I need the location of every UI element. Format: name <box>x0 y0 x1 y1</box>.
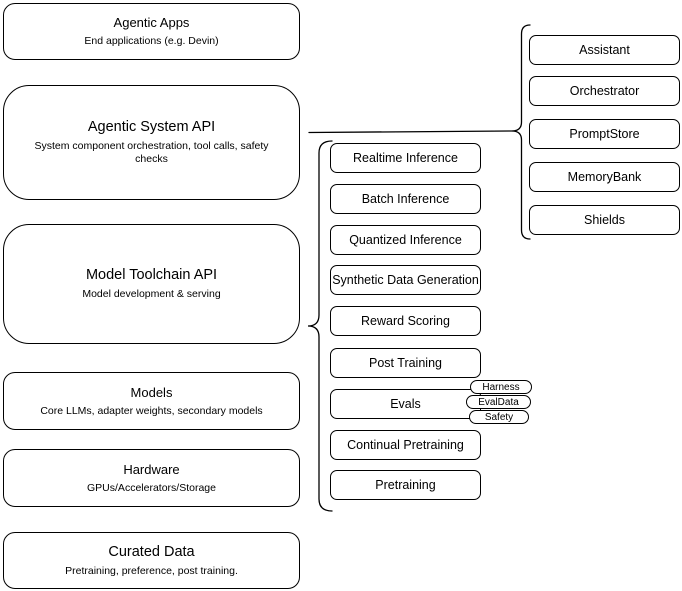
node-agentic-apps: Agentic Apps End applications (e.g. Devi… <box>3 3 300 60</box>
node-models-title: Models <box>130 384 173 400</box>
node-agentic-system-api: Agentic System API System component orch… <box>3 85 300 200</box>
tag-harness: Harness <box>470 380 532 394</box>
node-synthetic-data-generation-label: Synthetic Data Generation <box>332 273 479 287</box>
node-hardware-title: Hardware <box>123 461 180 477</box>
node-assistant-label: Assistant <box>579 43 630 57</box>
node-post-training: Post Training <box>330 348 481 378</box>
node-assistant: Assistant <box>529 35 680 65</box>
node-model-toolchain-api-title: Model Toolchain API <box>85 267 218 283</box>
tag-evaldata: EvalData <box>466 395 531 409</box>
node-reward-scoring: Reward Scoring <box>330 306 481 336</box>
node-evals-label: Evals <box>390 397 421 411</box>
node-models-subtitle: Core LLMs, adapter weights, secondary mo… <box>40 404 263 417</box>
node-evals: Evals <box>330 389 481 419</box>
brace-system-components <box>511 24 531 240</box>
node-pretraining: Pretraining <box>330 470 481 500</box>
tag-safety: Safety <box>469 410 529 424</box>
node-synthetic-data-generation: Synthetic Data Generation <box>330 265 481 295</box>
node-quantized-inference-label: Quantized Inference <box>349 233 462 247</box>
node-realtime-inference-label: Realtime Inference <box>353 151 458 165</box>
brace-toolchain-items <box>307 140 333 512</box>
node-continual-pretraining: Continual Pretraining <box>330 430 481 460</box>
node-hardware-subtitle: GPUs/Accelerators/Storage <box>87 481 216 494</box>
node-curated-data-title: Curated Data <box>108 543 195 560</box>
node-pretraining-label: Pretraining <box>375 478 436 492</box>
node-reward-scoring-label: Reward Scoring <box>361 314 450 328</box>
node-hardware: Hardware GPUs/Accelerators/Storage <box>3 449 300 507</box>
node-curated-data: Curated Data Pretraining, preference, po… <box>3 532 300 589</box>
node-memorybank-label: MemoryBank <box>567 170 642 184</box>
node-agentic-apps-subtitle: End applications (e.g. Devin) <box>84 35 219 47</box>
node-shields-label: Shields <box>584 213 625 227</box>
node-post-training-label: Post Training <box>369 356 442 370</box>
node-quantized-inference: Quantized Inference <box>330 225 481 255</box>
node-batch-inference: Batch Inference <box>330 184 481 214</box>
node-model-toolchain-api: Model Toolchain API Model development & … <box>3 224 300 344</box>
node-agentic-system-api-subtitle: System component orchestration, tool cal… <box>34 140 269 165</box>
node-promptstore-label: PromptStore <box>569 127 640 141</box>
node-memorybank: MemoryBank <box>529 162 680 192</box>
node-realtime-inference: Realtime Inference <box>330 143 481 173</box>
node-agentic-system-api-title: Agentic System API <box>87 119 216 135</box>
node-models: Models Core LLMs, adapter weights, secon… <box>3 372 300 430</box>
node-shields: Shields <box>529 205 680 235</box>
tag-evaldata-label: EvalData <box>478 396 519 408</box>
node-orchestrator-label: Orchestrator <box>569 84 640 98</box>
connector-system-api-to-components <box>308 130 513 134</box>
node-continual-pretraining-label: Continual Pretraining <box>347 438 464 452</box>
node-orchestrator: Orchestrator <box>529 76 680 106</box>
node-curated-data-subtitle: Pretraining, preference, post training. <box>65 564 238 577</box>
node-promptstore: PromptStore <box>529 119 680 149</box>
node-model-toolchain-api-subtitle: Model development & serving <box>82 288 221 300</box>
node-agentic-apps-title: Agentic Apps <box>113 15 190 30</box>
tag-harness-label: Harness <box>482 381 520 393</box>
tag-safety-label: Safety <box>484 411 514 423</box>
node-batch-inference-label: Batch Inference <box>361 192 450 206</box>
